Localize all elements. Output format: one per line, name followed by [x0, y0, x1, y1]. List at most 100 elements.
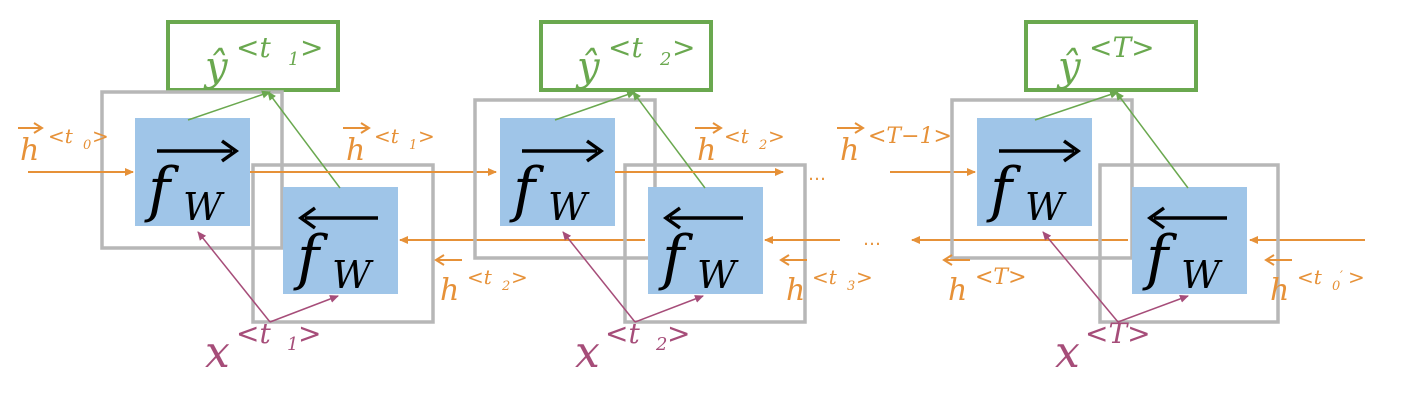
- forward-frame-3: [950, 98, 1134, 260]
- svg-text:>: >: [768, 124, 785, 148]
- svg-text:>: >: [511, 265, 528, 289]
- cell-2: ŷ <t 2 > f W f W x <t 2 > h: [473, 20, 873, 378]
- input-link-backward-1: [269, 295, 339, 323]
- svg-text:h: h: [20, 133, 39, 168]
- input-link-forward-3: [1042, 231, 1119, 323]
- output-sup-3: <T>: [1089, 31, 1155, 64]
- backward-sub-3: W: [1181, 253, 1223, 297]
- forward-arrow-icon-2: [522, 139, 605, 163]
- h-backward-out-label-1: h <t 2 >: [434, 254, 528, 308]
- h-forward-out-label-2: h <t 2 >: [695, 122, 785, 168]
- svg-text:h: h: [440, 273, 459, 308]
- input-label-1: x: [205, 327, 230, 378]
- backward-sub-2: W: [697, 253, 739, 297]
- input-link-backward-3: [1117, 295, 1189, 323]
- forward-sub-3: W: [1025, 185, 1067, 229]
- svg-text:h: h: [346, 133, 365, 168]
- svg-text:<t: <t: [374, 124, 400, 148]
- svg-text:1: 1: [409, 138, 417, 153]
- svg-text:2: 2: [501, 279, 510, 294]
- input-link-forward-1: [197, 231, 271, 323]
- output-link-backward-3: [1115, 91, 1189, 189]
- backward-frame-3: [1098, 163, 1280, 324]
- output-link-backward-1: [267, 91, 341, 189]
- output-link-forward-2: [554, 90, 636, 121]
- input-link-forward-2: [562, 231, 636, 323]
- input-sup-3: <T>: [1085, 317, 1151, 350]
- output-link-forward-3: [1034, 90, 1119, 121]
- output-box-3: [1024, 20, 1198, 92]
- input-sup-2: <t: [605, 317, 640, 350]
- output-box-2: [539, 20, 713, 92]
- output-sup-2: <t: [608, 31, 643, 64]
- svg-text:h: h: [697, 133, 716, 168]
- output-link-backward-2: [632, 91, 706, 189]
- svg-text:h: h: [1270, 273, 1289, 308]
- input-label-2: x: [575, 327, 600, 378]
- forward-sub-1: W: [183, 185, 225, 229]
- svg-text:>: >: [92, 124, 109, 148]
- h-backward-in-label-3: h <t 0 ′ >: [1264, 254, 1365, 308]
- backward-frame-2: [623, 163, 807, 324]
- input-sup-1: <t: [236, 317, 271, 350]
- input-link-backward-2: [634, 295, 704, 323]
- output-sub-1: 1: [288, 49, 299, 70]
- backward-block-1: [283, 187, 398, 294]
- svg-text:h: h: [948, 273, 967, 308]
- backward-block-3: [1132, 187, 1247, 294]
- h-backward-out-label-2: h <t 3 >: [779, 254, 873, 308]
- svg-text:<t: <t: [1297, 265, 1323, 289]
- svg-text:>: >: [418, 124, 435, 148]
- ellipsis-backward: …: [863, 229, 881, 250]
- backward-frame-1: [251, 163, 435, 324]
- input-sub-1: 1: [287, 334, 298, 355]
- output-sub-2: 2: [659, 49, 671, 70]
- cell-3: ŷ <T> f W f W x <T> h <T>: [942, 20, 1365, 378]
- forward-arrow-icon-1: [157, 139, 240, 163]
- svg-text:h: h: [840, 133, 859, 168]
- output-label-1: ŷ: [203, 44, 229, 90]
- forward-frame-2: [473, 98, 657, 260]
- svg-text:3: 3: [847, 279, 855, 294]
- input-sub-2: 2: [655, 334, 667, 355]
- cell-1: ŷ <t 1 > f W f W x <t 1 >: [18, 20, 528, 378]
- input-close-2: >: [667, 317, 690, 350]
- output-close-2: >: [672, 31, 695, 64]
- svg-text:h: h: [786, 273, 805, 308]
- h-backward-out-label-3: h <T>: [942, 254, 1027, 308]
- output-label-3: ŷ: [1056, 44, 1082, 90]
- input-label-3: x: [1055, 327, 1080, 378]
- svg-text:<t: <t: [467, 265, 493, 289]
- svg-text:0: 0: [83, 138, 91, 153]
- svg-text:>: >: [1348, 265, 1365, 289]
- h-forward-out-label-1: h <t 1 >: [343, 122, 435, 168]
- forward-block-3: [977, 118, 1092, 226]
- svg-text:2: 2: [758, 138, 767, 153]
- output-sup-1: <t: [236, 31, 271, 64]
- backward-arrow-icon-3: [1146, 206, 1227, 230]
- output-link-forward-1: [187, 90, 271, 121]
- output-close-1: >: [300, 31, 323, 64]
- svg-text:<t: <t: [812, 265, 838, 289]
- forward-frame-1: [100, 90, 284, 250]
- svg-text:<t: <t: [724, 124, 750, 148]
- forward-block-1: [135, 118, 250, 226]
- backward-block-2: [648, 187, 763, 294]
- forward-arrow-icon-3: [999, 139, 1082, 163]
- backward-arrow-icon-1: [297, 206, 378, 230]
- h-forward-in-label-1: h <t 0 >: [18, 122, 109, 168]
- output-box-1: [166, 20, 340, 92]
- svg-text:<T−1>: <T−1>: [868, 124, 952, 149]
- svg-text:0: 0: [1332, 279, 1340, 294]
- ellipsis-forward: …: [808, 164, 826, 185]
- svg-text:>: >: [856, 265, 873, 289]
- svg-text:<T>: <T>: [975, 265, 1027, 290]
- forward-sub-2: W: [548, 185, 590, 229]
- h-forward-in-label-3: h <T−1>: [837, 122, 952, 168]
- output-label-2: ŷ: [575, 44, 601, 90]
- backward-arrow-icon-2: [662, 206, 743, 230]
- input-close-1: >: [298, 317, 321, 350]
- svg-text:′: ′: [1340, 269, 1343, 284]
- backward-sub-1: W: [332, 253, 374, 297]
